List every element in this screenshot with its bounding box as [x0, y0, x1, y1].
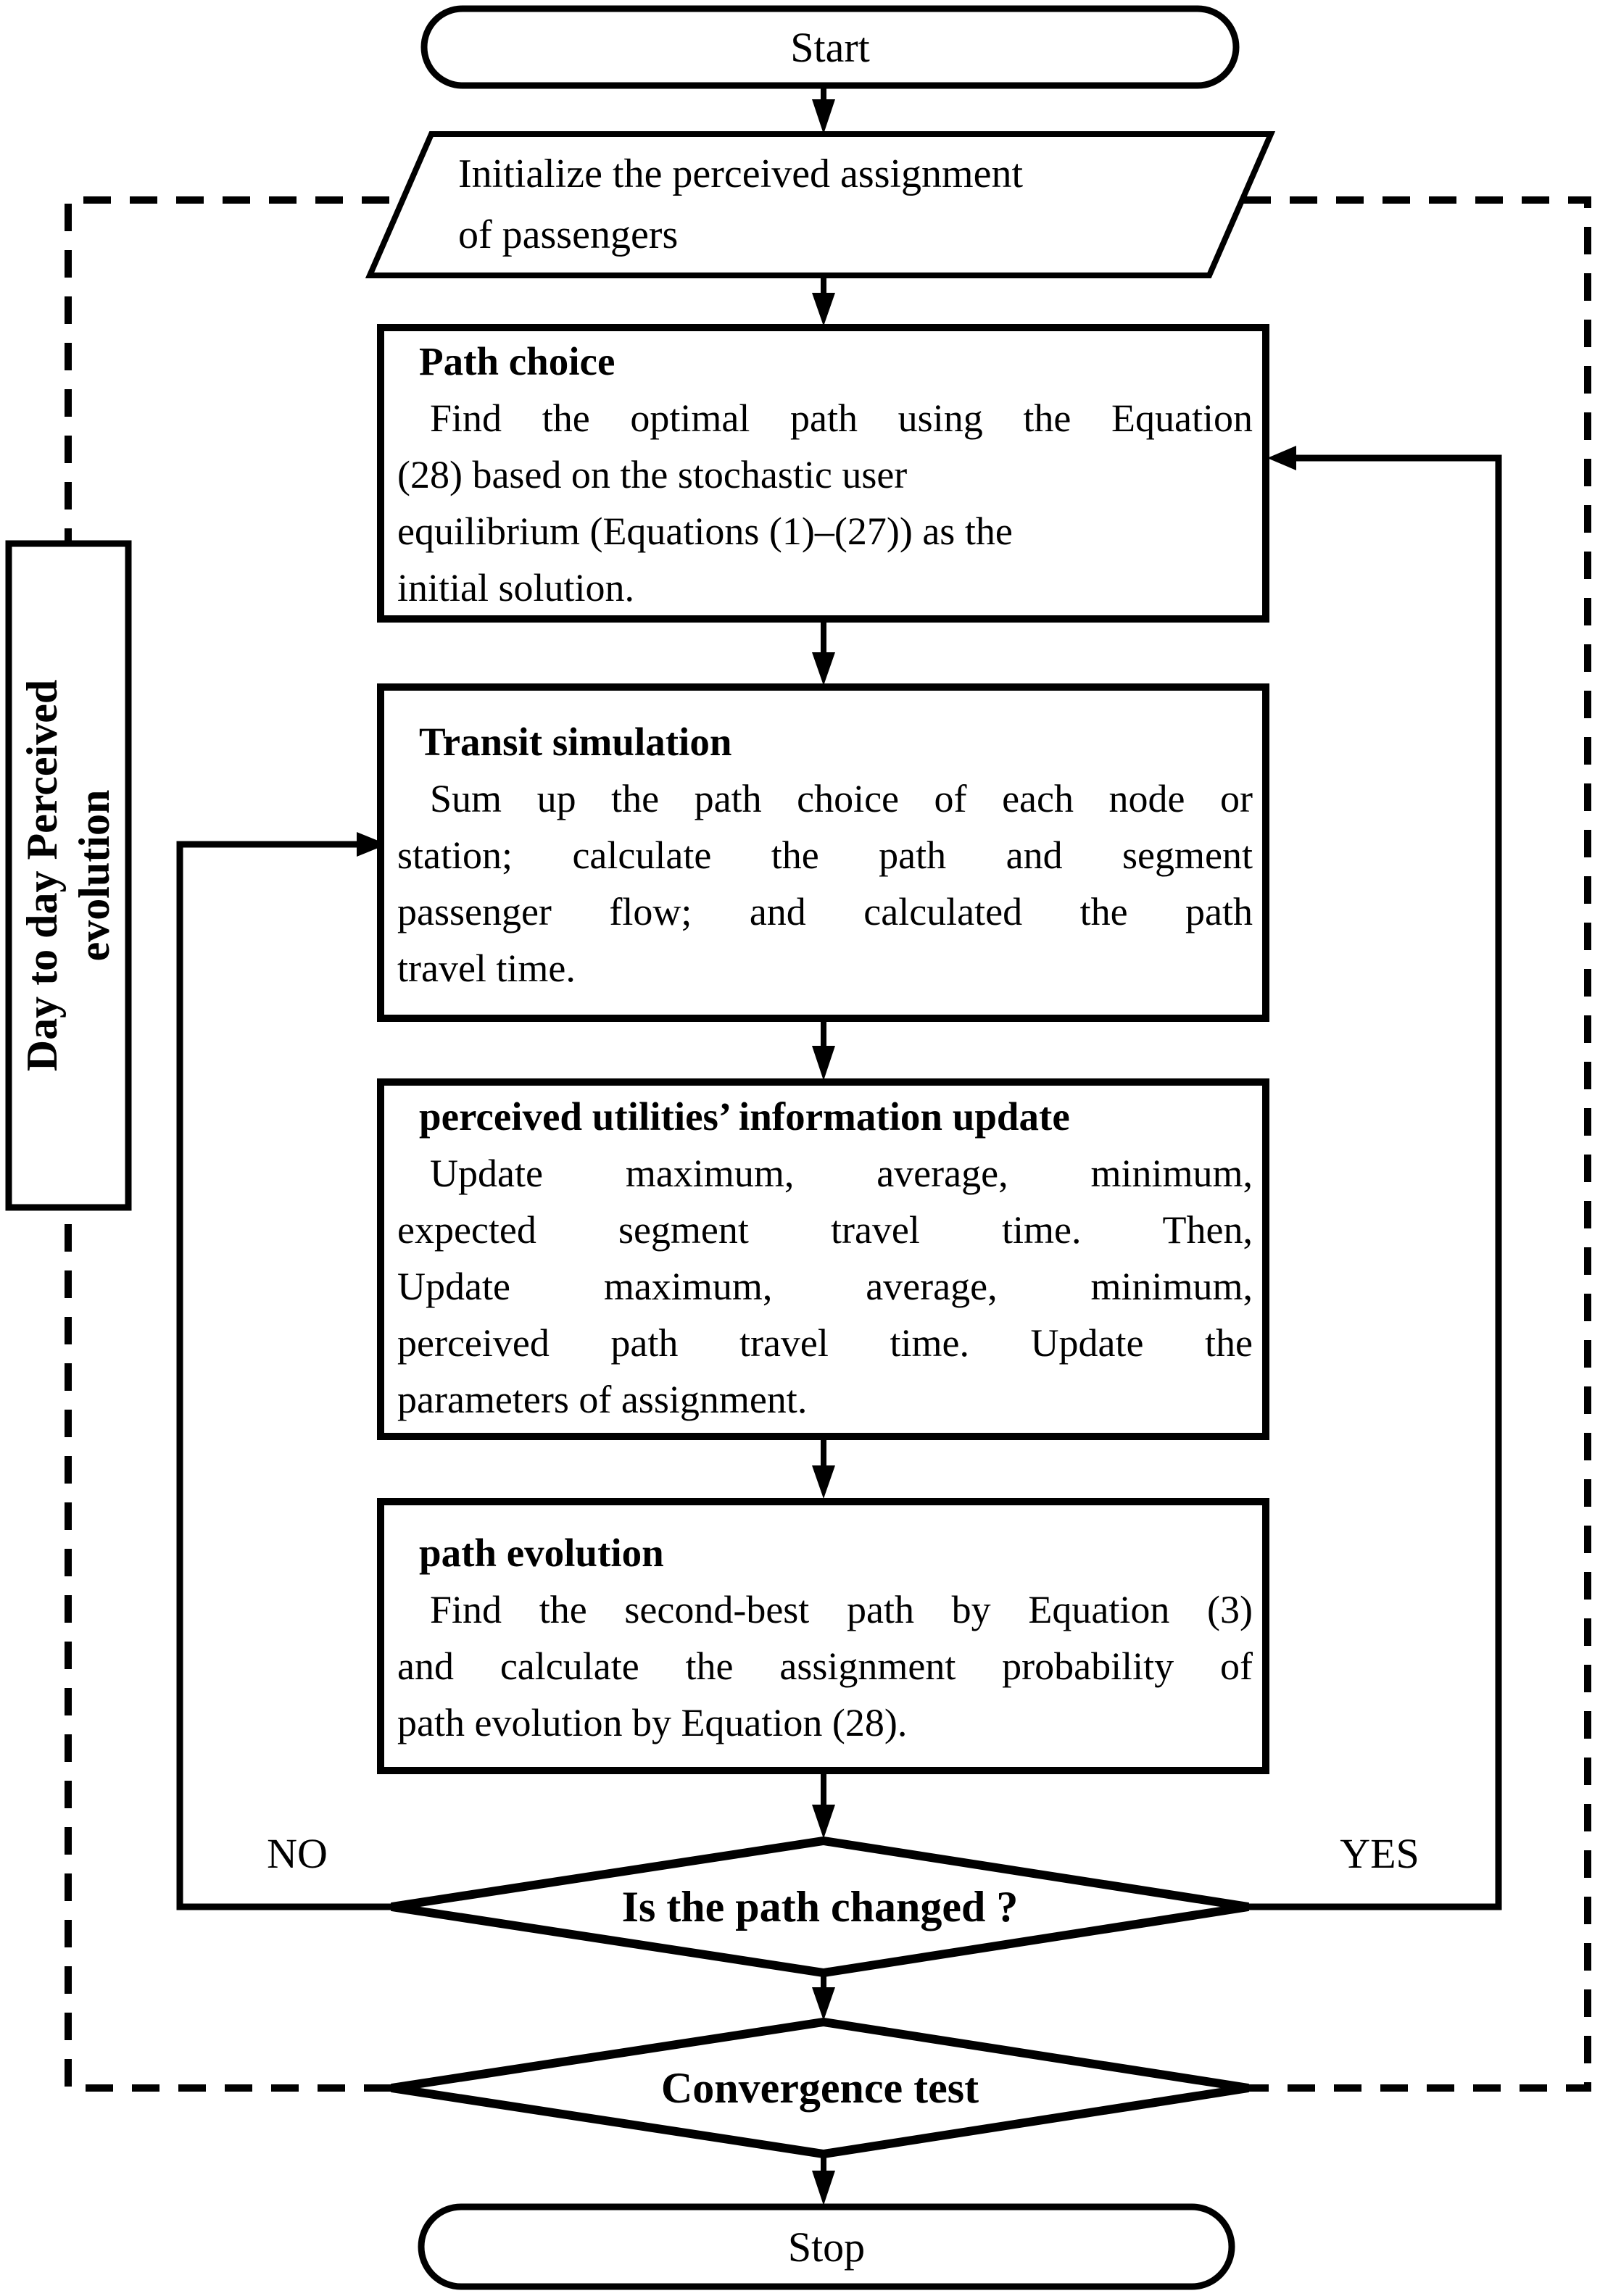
path-choice-text: Path choice Find the optimal path using … — [397, 333, 1253, 616]
path-choice-box — [377, 324, 1269, 623]
stop-label: Stop — [787, 2223, 866, 2271]
text-line: (28) based on the stochastic user — [397, 453, 908, 496]
initialize-parallelogram — [365, 131, 1276, 278]
stop-node — [418, 2203, 1235, 2290]
convergence-label: Convergence test — [660, 2063, 979, 2112]
path-evolution-title: path evolution — [419, 1531, 664, 1575]
text-line: passenger flow; and calculated the path — [397, 890, 1253, 933]
transit-simulation-body: Sum up the path choice of each node or st… — [397, 770, 1253, 997]
perceived-update-box — [377, 1078, 1269, 1440]
initialize-label: Initialize the perceived assignment of pa… — [458, 144, 1023, 265]
text-line: of passengers — [458, 212, 679, 257]
perceived-update-body: Update maximum, average, minimum, expecte… — [397, 1145, 1253, 1428]
no-branch-arrowhead-icon — [357, 832, 387, 857]
text-line: initial solution. — [397, 566, 635, 610]
path-evolution-box — [377, 1498, 1269, 1774]
text-line: Initialize the perceived assignment — [458, 151, 1024, 196]
path-changed-label: Is the path changed ? — [621, 1882, 1019, 1931]
path-evolution-text: path evolution Find the second-best path… — [397, 1525, 1253, 1751]
path-choice-title: Path choice — [419, 339, 615, 383]
text-line: Day to day Perceived — [18, 679, 66, 1072]
side-note-box — [5, 540, 132, 1211]
text-line: path evolution by Equation (28). — [397, 1701, 908, 1744]
start-label: Start — [790, 23, 870, 71]
text-line: station; calculate the path and segment — [397, 833, 1253, 877]
text-line: travel time. — [397, 947, 576, 990]
transit-simulation-box — [377, 683, 1269, 1022]
text-line: Sum up the path choice of each node or — [430, 777, 1253, 820]
start-node — [420, 5, 1240, 89]
spine-arrowheads — [812, 99, 835, 2205]
text-line: Update maximum, average, minimum, — [397, 1265, 1253, 1308]
text-line: parameters of assignment. — [397, 1378, 808, 1421]
text-line: perceived path travel time. Update the — [397, 1321, 1253, 1365]
text-line: Update maximum, average, minimum, — [430, 1152, 1253, 1195]
text-line: Find the optimal path using the Equation — [430, 396, 1253, 440]
transit-simulation-text: Transit simulation Sum up the path choic… — [397, 714, 1253, 997]
transit-simulation-title: Transit simulation — [419, 720, 732, 764]
convergence-diamond — [391, 2017, 1249, 2159]
perceived-update-text: perceived utilities’ information update … — [397, 1089, 1253, 1428]
no-branch-label: NO — [267, 1830, 328, 1877]
perceived-update-title: perceived utilities’ information update — [419, 1094, 1070, 1139]
path-choice-body: Find the optimal path using the Equation… — [397, 390, 1253, 616]
yes-branch-line — [1248, 454, 1502, 1910]
yes-branch-arrowhead-icon — [1267, 446, 1296, 470]
yes-branch-label: YES — [1340, 1830, 1419, 1877]
text-line: Find the second-best path by Equation (3… — [430, 1588, 1253, 1631]
text-line: and calculate the assignment probability… — [397, 1644, 1253, 1688]
path-changed-diamond — [391, 1836, 1249, 1978]
path-evolution-body: Find the second-best path by Equation (3… — [397, 1581, 1253, 1751]
text-line: expected segment travel time. Then, — [397, 1208, 1253, 1252]
text-line: evolution — [70, 789, 118, 962]
text-line: equilibrium (Equations (1)–(27)) as the — [397, 509, 1013, 553]
no-branch-line — [176, 841, 391, 1910]
